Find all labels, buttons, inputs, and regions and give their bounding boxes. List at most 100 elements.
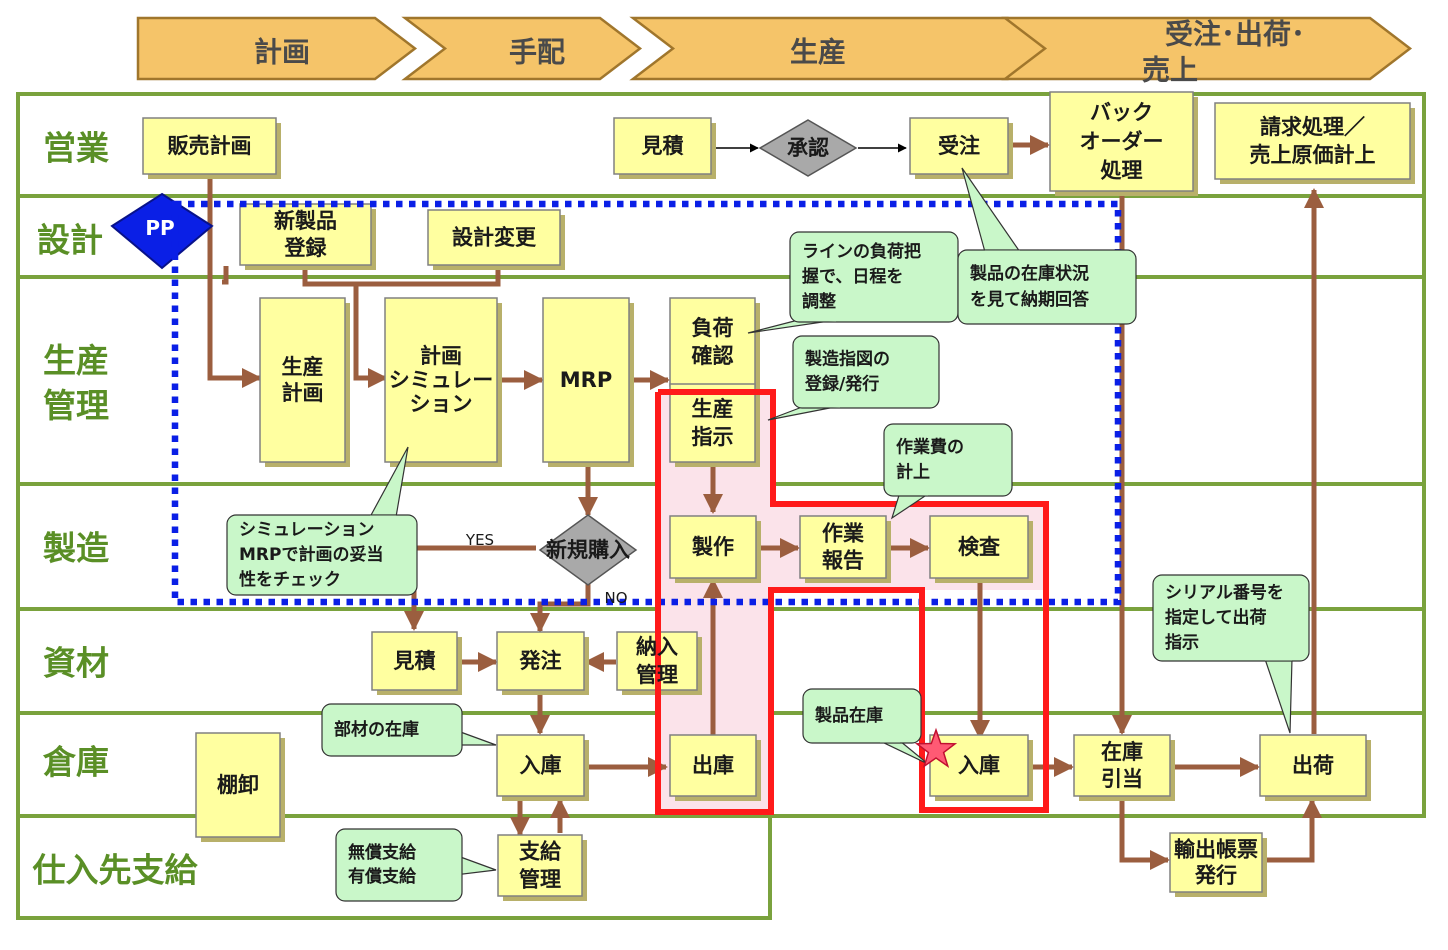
arrow-design-change-to-simulation <box>358 266 501 287</box>
box-receipt-parts-label: 入庫 <box>520 754 562 778</box>
box-billing-label-line-1: 請求処理／ <box>1260 115 1365 139</box>
box-load-check-label-line-1: 負荷 <box>692 316 734 340</box>
callout-load-text-line-3: 調整 <box>802 291 836 312</box>
box-inspection <box>929 515 1029 579</box>
box-sales-plan-label: 販売計画 <box>168 134 252 158</box>
callout-serial-tail <box>1264 658 1293 734</box>
callout-stock <box>957 167 1137 325</box>
lane-sales-label: 営業 <box>43 129 109 168</box>
arrow-new-product-to-simulation <box>302 266 388 388</box>
box-supply-management-label-line-1: 支給 <box>519 840 562 864</box>
arrow-new-product-stub <box>222 266 229 285</box>
box-load-check-label-line-2: 確認 <box>692 344 734 368</box>
arrow-allocation-to-export <box>1119 800 1170 870</box>
callout-parts-stock <box>321 703 497 757</box>
lane-manufacturing-label: 製造 <box>43 529 109 568</box>
callout-product-stock-text-line-1: 製品在庫 <box>814 705 883 726</box>
box-allocation <box>1073 734 1171 797</box>
callout-serial-text-line-2: 指定して出荷 <box>1165 607 1267 628</box>
callout-parts-stock-text-line-1: 部材の在庫 <box>334 719 419 740</box>
box-allocation-label-line-2: 引当 <box>1101 767 1143 791</box>
lane-production-control-label-line-1: 生産 <box>43 341 109 380</box>
box-inventory-count-label: 棚卸 <box>217 773 259 797</box>
arrow-new-purchase-yes-to-estimate <box>404 545 536 631</box>
callout-cost-seam <box>899 490 929 496</box>
box-estimate-material <box>371 631 458 691</box>
box-backorder <box>1049 91 1194 192</box>
box-production-order <box>669 383 756 463</box>
callout-supply-text-line-2: 有償支給 <box>348 866 417 887</box>
box-work-report <box>799 515 887 579</box>
callout-cost-text-line-1: 作業費の <box>896 437 964 458</box>
box-receipt-product-label: 入庫 <box>958 754 1000 778</box>
diamond-new-purchase-label: 新規購入 <box>546 538 630 562</box>
box-order-label: 受注 <box>938 134 980 158</box>
box-delivery-management-label-line-2: 管理 <box>636 663 678 687</box>
box-new-product-label-line-2: 登録 <box>284 236 328 260</box>
box-new-product-label-line-1: 新製品 <box>274 209 337 233</box>
lane-design <box>16 194 1426 279</box>
pp-diamond <box>110 192 214 270</box>
lane-warehouse-label: 倉庫 <box>42 743 109 782</box>
box-issue <box>669 734 757 797</box>
pp-label: PP <box>145 216 174 240</box>
pp-scope-dotted-box <box>171 200 1122 606</box>
box-backorder-label-line-2: オーダー <box>1080 130 1164 154</box>
label-no: NO <box>604 589 627 607</box>
box-purchase-order-label: 発注 <box>519 649 562 673</box>
box-export-documents <box>1169 832 1263 893</box>
box-manufacture-label: 製作 <box>691 535 734 559</box>
callout-order-bubble <box>792 335 940 409</box>
box-manufacture <box>669 515 757 579</box>
box-production-plan <box>259 297 346 463</box>
box-supply-management <box>497 834 583 897</box>
stage-arrange <box>401 16 643 81</box>
callout-serial-bubble <box>1152 574 1310 662</box>
callout-supply-text-line-1: 無償支給 <box>348 842 417 863</box>
highlight-red-outline <box>655 389 1049 815</box>
box-plan-simulation <box>384 297 498 463</box>
box-export-documents-label-line-2: 発行 <box>1194 864 1237 888</box>
diamond-new-purchase <box>538 514 638 586</box>
box-production-order-label-line-1: 生産 <box>692 397 734 421</box>
callout-simulation-bubble <box>226 514 418 596</box>
callout-product-stock-bubble <box>802 688 922 744</box>
callout-stock-text-line-1: 製品の在庫状況 <box>969 263 1089 284</box>
callout-order-seam <box>809 402 841 408</box>
callout-load-text-line-1: ラインの負荷把 <box>802 241 921 262</box>
box-production-plan-label-line-2: 計画 <box>282 381 324 405</box>
stage-sales <box>1001 16 1413 81</box>
callout-stock-tail <box>961 167 1022 253</box>
stage-label-4-line-2: 売上 <box>1142 54 1198 87</box>
callout-cost-text-line-2: 計上 <box>896 462 930 483</box>
box-plan-simulation-label-line-3: ション <box>410 392 473 416</box>
callout-simulation-text-line-3: 性をチェック <box>239 569 341 590</box>
arrow-export-to-shipping <box>1264 798 1322 863</box>
stage-label-3: 生産 <box>790 36 846 69</box>
arrow-new-purchase-no-to-order <box>530 582 591 633</box>
callout-supply-bubble <box>335 828 463 902</box>
label-yes: YES <box>465 531 494 549</box>
box-mrp <box>542 297 630 463</box>
arrow-sales-plan-to-production-plan <box>207 176 262 388</box>
callout-simulation-text-line-1: シミュレーション <box>239 520 374 540</box>
box-export-documents-label-line-1: 輸出帳票 <box>1174 838 1258 862</box>
callout-parts-stock-bubble <box>321 703 463 757</box>
box-inspection-label: 検査 <box>958 535 1000 559</box>
box-inventory-count <box>195 732 281 838</box>
box-allocation-label-line-1: 在庫 <box>1101 740 1143 764</box>
star-icon <box>914 727 958 769</box>
box-backorder-label-line-1: バック <box>1090 101 1153 125</box>
box-delivery-management-label-line-1: 納入 <box>636 635 678 659</box>
box-estimate-sales <box>613 117 712 175</box>
stage-label-2: 手配 <box>509 36 565 69</box>
callout-serial-text-line-1: シリアル番号を <box>1165 583 1284 603</box>
callout-product-stock <box>802 688 929 765</box>
callout-load <box>747 231 959 334</box>
box-load-check <box>669 297 756 387</box>
box-purchase-order <box>496 631 585 691</box>
callout-cost-bubble <box>883 423 1013 497</box>
callout-supply <box>335 828 497 902</box>
box-receipt-parts <box>496 734 585 797</box>
diamond-approval-label: 承認 <box>787 136 829 160</box>
